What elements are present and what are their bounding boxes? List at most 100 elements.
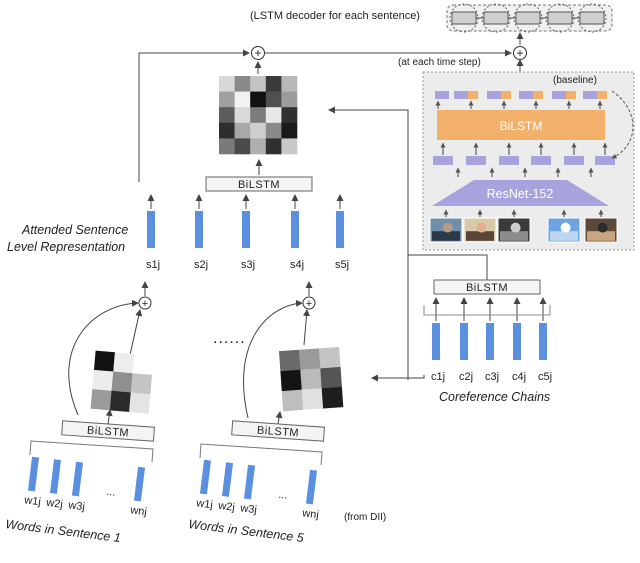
baseline-input-boxes	[433, 142, 615, 177]
coref-bracket	[423, 305, 551, 316]
attention-map-cell	[265, 91, 282, 108]
bilstm-words1-box	[61, 420, 155, 442]
baseline-output-box	[468, 91, 478, 99]
attention-map-cell	[234, 122, 251, 139]
attention-map-cell	[265, 107, 282, 124]
attention-map-cell	[281, 107, 298, 124]
attention-map-cell	[250, 91, 267, 108]
bilstm-words5-label: BiLSTM	[257, 425, 300, 440]
coref-to-map5-arrow	[371, 374, 425, 382]
sum-node-top-right	[513, 46, 527, 60]
attention-map-cell	[301, 388, 324, 410]
attention-map-cell	[298, 348, 321, 371]
attention-map-cell	[234, 91, 251, 108]
baseline-output-box	[533, 91, 543, 99]
attention-map-cell	[234, 107, 251, 124]
attention-map-cell	[109, 390, 132, 413]
attention-map-cell	[130, 373, 153, 395]
input-photo-subject	[476, 222, 487, 233]
sentence-bar	[242, 211, 250, 248]
word-label: w3j	[67, 499, 86, 513]
sentence-rep-label: s2j	[194, 259, 208, 271]
coref-to-map-arrow	[328, 106, 409, 380]
words5-bracket	[199, 443, 323, 466]
map5-to-sum-arrow	[303, 309, 310, 346]
sentence-bar	[336, 211, 344, 248]
input-photos	[429, 209, 618, 243]
attention-map-cell	[132, 353, 154, 376]
input-photo-detail	[550, 231, 578, 241]
input-photo-subject	[510, 222, 521, 233]
attention-map-cell	[320, 366, 342, 389]
sentence5-skip-arrow	[243, 299, 303, 419]
lstm-decoder-label: (LSTM decoder for each sentence)	[250, 10, 420, 22]
word-label: wnj	[129, 504, 148, 518]
attention-map-sentence-level	[219, 76, 298, 155]
lstm-decoder-cell	[483, 11, 509, 25]
attention-map-cell	[219, 91, 235, 108]
attention-map-cell	[129, 392, 151, 414]
words1-bracket	[29, 440, 154, 463]
attention-map-cell	[281, 91, 298, 108]
word-label: w3j	[239, 502, 258, 516]
lstm-decoder-cells	[449, 3, 607, 33]
attended-label-line1: Attended Sentence	[21, 223, 128, 237]
word-label: w2j	[45, 497, 64, 511]
time-step-label: (at each time step)	[398, 57, 481, 68]
coref-bars	[432, 323, 547, 360]
word-bar	[49, 459, 62, 494]
bilstm-sentence-label: BiLSTM	[238, 179, 280, 191]
baseline-label: (baseline)	[553, 75, 597, 86]
attention-map-sentence5	[278, 346, 344, 412]
attention-map-cell	[265, 122, 282, 139]
attention-map-cell	[90, 389, 112, 411]
attended-label-line2: Level Representation	[7, 240, 125, 254]
attention-map-cell	[111, 371, 133, 393]
coref-bar	[432, 323, 440, 360]
sentence-rep-label: s1j	[146, 259, 160, 271]
bilstm-sentence-box	[205, 176, 313, 192]
baseline-output-box	[435, 91, 449, 99]
word-bar	[243, 464, 256, 500]
baseline-bilstm-label: BiLSTM	[500, 119, 543, 133]
bilstm-coref-box	[433, 279, 541, 295]
words1-title: Words in Sentence 1	[5, 517, 122, 545]
plus-sign: +	[254, 46, 261, 60]
attention-map-cell	[300, 368, 322, 390]
sentence-rep-label: s4j	[290, 259, 304, 271]
bilstm-words5: BiLSTM	[231, 420, 325, 442]
sentence-rep-label: s3j	[241, 259, 255, 271]
attention-map-cell	[278, 349, 301, 372]
resnet-label: ResNet-152	[487, 187, 554, 201]
map1-to-sum-arrow	[129, 309, 143, 356]
coref-label: c1j	[431, 371, 445, 383]
from-dii-label: (from DII)	[344, 512, 386, 523]
input-photo-subject	[560, 222, 571, 233]
attention-map-cell	[250, 138, 267, 155]
sentence-bar	[195, 211, 203, 248]
attention-map-cell	[318, 346, 341, 369]
baseline-output-box	[597, 91, 607, 99]
word-label: w1j	[23, 494, 42, 508]
baseline-output-box	[583, 91, 597, 99]
bilstm5-to-map-arrow	[275, 411, 283, 425]
attention-map-cell	[321, 386, 344, 409]
input-photo-detail	[587, 231, 615, 241]
attention-map-cell	[281, 389, 304, 412]
attention-map-cell	[265, 76, 282, 92]
attention-map-cell	[93, 350, 116, 372]
word-bar	[27, 456, 40, 492]
bilstm-coref-label: BiLSTM	[466, 282, 508, 294]
input-photo-detail	[500, 231, 528, 241]
coref-to-bilstm-arrows	[423, 297, 551, 321]
coref-bilstm-connector	[408, 254, 488, 280]
baseline-output-box	[454, 91, 468, 99]
baseline-output-box	[501, 91, 511, 99]
coref-label: c2j	[459, 371, 473, 383]
attention-map-cell	[234, 76, 251, 92]
baseline-bilstm-box	[437, 110, 605, 140]
